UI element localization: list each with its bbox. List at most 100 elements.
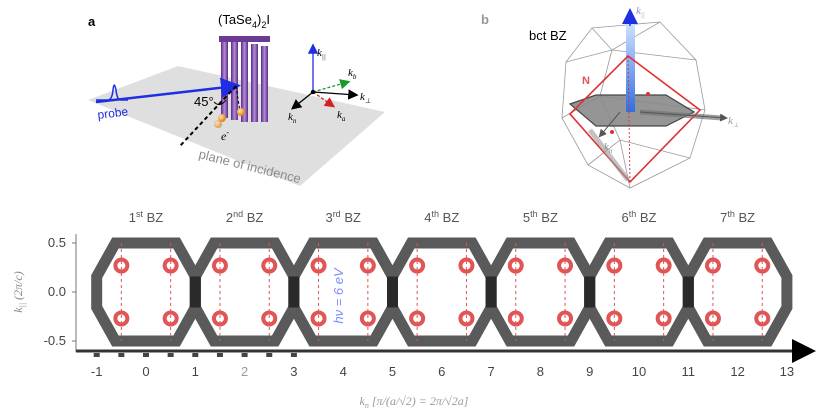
probe-label: probe bbox=[97, 104, 129, 122]
pocket-ring bbox=[113, 310, 130, 327]
k-n-arrow bbox=[290, 91, 314, 110]
pocket-ring bbox=[409, 257, 426, 274]
zone-label: 7th BZ bbox=[720, 209, 755, 225]
pocket-ring bbox=[507, 257, 524, 274]
xtick-label: 12 bbox=[730, 364, 744, 379]
zone-label: 5th BZ bbox=[523, 209, 558, 225]
xtick-label: 13 bbox=[780, 364, 794, 379]
axis-marker bbox=[290, 353, 297, 357]
axis-marker bbox=[93, 353, 100, 357]
xtick-label: 9 bbox=[586, 364, 593, 379]
pocket-ring bbox=[704, 310, 721, 327]
xtick-label: 3 bbox=[290, 364, 297, 379]
pocket-ring bbox=[211, 257, 228, 274]
k-b-label: kb bbox=[348, 67, 357, 81]
xtick-label: 8 bbox=[537, 364, 544, 379]
pocket-ring bbox=[261, 257, 278, 274]
xtick-label: 6 bbox=[438, 364, 445, 379]
ytick--0.5: -0.5 bbox=[44, 333, 66, 348]
pocket-ring bbox=[655, 257, 672, 274]
photon-energy-label: hν = 6 eV bbox=[331, 267, 346, 324]
zone-label: 2nd BZ bbox=[226, 209, 264, 225]
pocket-ring bbox=[261, 310, 278, 327]
pocket-ring bbox=[211, 310, 228, 327]
zone-label: 4th BZ bbox=[424, 209, 459, 225]
bz-octagon bbox=[485, 237, 596, 347]
k-par-bar bbox=[626, 24, 635, 112]
k-perp-label-b: k⊥ bbox=[728, 115, 739, 129]
xtick-label: 5 bbox=[389, 364, 396, 379]
k-a-arrow bbox=[312, 91, 336, 108]
xtick-label: -1 bbox=[91, 364, 103, 379]
panel-b-title: bct BZ bbox=[529, 28, 567, 43]
zone-label: 3rd BZ bbox=[325, 209, 361, 225]
zone-labels: 1st BZ 2nd BZ 3rd BZ 4th BZ 5th BZ 6th BZ 7th … bbox=[129, 209, 755, 225]
xtick-label: 7 bbox=[487, 364, 494, 379]
axis-marker bbox=[143, 353, 149, 357]
pocket-ring bbox=[655, 310, 672, 327]
pocket-ring bbox=[310, 310, 327, 327]
xtick-label: 10 bbox=[632, 364, 646, 379]
crystal-pillars bbox=[219, 36, 270, 122]
k-par-label: k|| bbox=[317, 47, 326, 61]
angle-label: 45° bbox=[194, 94, 214, 109]
xtick-label: 0 bbox=[142, 364, 149, 379]
axis-marker bbox=[192, 353, 199, 357]
k-n-label: kn bbox=[288, 111, 297, 125]
pocket-ring bbox=[162, 257, 179, 274]
panel-c: 0.5 0.0 -0.5 k|| (2π/c) 1st BZ 2nd BZ 3rd … bbox=[11, 209, 816, 410]
zone-label: 6th BZ bbox=[622, 209, 657, 225]
pocket-ring bbox=[409, 310, 426, 327]
panel-a: a plane of incidence (TaSe4)2I probe 45° bbox=[88, 12, 385, 186]
plane-of-incidence bbox=[88, 66, 385, 186]
pocket-ring bbox=[359, 310, 376, 327]
pocket-ring bbox=[359, 257, 376, 274]
k-b-arrow bbox=[312, 79, 351, 93]
axis-marker bbox=[266, 353, 273, 357]
electron-ball bbox=[237, 108, 245, 116]
pocket-ring bbox=[606, 257, 623, 274]
ytick-0.0: 0.0 bbox=[48, 284, 66, 299]
pocket-ring bbox=[754, 310, 771, 327]
pocket-ring bbox=[557, 310, 574, 327]
bz-octagon bbox=[91, 237, 201, 347]
pocket-ring bbox=[113, 257, 130, 274]
N-label: N bbox=[582, 75, 590, 87]
panel-a-label: a bbox=[88, 14, 96, 29]
zone-label: 1st BZ bbox=[129, 209, 164, 225]
compound-label: (TaSe4)2I bbox=[218, 12, 270, 30]
bz-octagon bbox=[189, 237, 300, 347]
axis-marker bbox=[118, 353, 125, 357]
probe-beam bbox=[95, 77, 241, 104]
bz-octagon bbox=[387, 237, 497, 347]
ytick-0.5: 0.5 bbox=[48, 235, 66, 250]
y-axis-label: k|| (2π/c) bbox=[11, 271, 27, 312]
pocket-ring bbox=[507, 310, 524, 327]
xtick-label: 11 bbox=[682, 364, 696, 379]
axis-marker bbox=[167, 353, 174, 357]
xtick-label: 2 bbox=[241, 364, 248, 379]
bz-red-diamond bbox=[568, 54, 702, 184]
k-perp-arrow bbox=[312, 89, 359, 100]
axis-marker bbox=[216, 353, 223, 357]
pocket-ring bbox=[310, 257, 327, 274]
pocket-ring bbox=[458, 257, 475, 274]
x-axis-label: kn [π/(a/√2) = 2π/√2a] bbox=[360, 394, 469, 410]
bz-octagon bbox=[682, 237, 793, 347]
pocket-ring bbox=[754, 257, 771, 274]
panel-b-label: b bbox=[481, 12, 489, 27]
axis-marker bbox=[241, 353, 248, 357]
pocket-ring bbox=[557, 257, 574, 274]
pocket-ring bbox=[606, 310, 623, 327]
bz-octagon bbox=[584, 237, 694, 347]
k-par-label-b: k|| bbox=[636, 5, 645, 19]
panel-b: b bct BZ k|| N k⊥ kn bbox=[481, 5, 739, 189]
k-a-label: ka bbox=[337, 109, 346, 123]
k-perp-label: k⊥ bbox=[360, 91, 371, 105]
pocket-ring bbox=[458, 310, 475, 327]
xtick-label: 1 bbox=[192, 364, 199, 379]
xtick-label: 4 bbox=[340, 364, 347, 379]
k-n-label-b: kn bbox=[604, 141, 613, 155]
bz-octagons bbox=[91, 237, 793, 347]
